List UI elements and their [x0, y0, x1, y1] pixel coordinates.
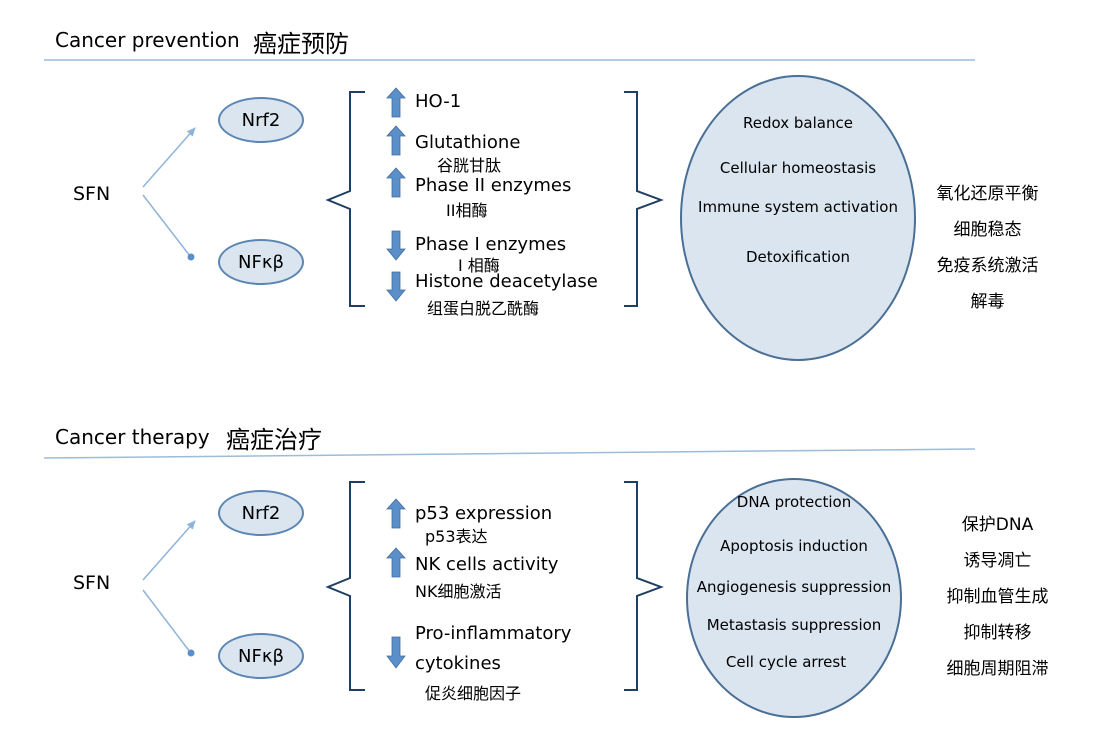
effect-label: Glutathione: [415, 132, 521, 153]
nfkb-label: NFκβ: [238, 251, 284, 273]
therapy-sfn-to-nrf2-arrow: [142, 520, 196, 581]
circle-item: Immune system activation: [698, 198, 898, 216]
down-arrow-icon: [386, 230, 406, 261]
prevention-sfn-label: SFN: [73, 183, 111, 205]
circle-item: Apoptosis induction: [720, 537, 868, 555]
outcome-zh: 抑制转移: [963, 623, 1032, 643]
effect-label: NK cells activity: [415, 554, 559, 575]
outcome-zh: 保护DNA: [961, 515, 1034, 535]
therapy-sfn-to-nfkb-line: [142, 589, 191, 653]
circle-item: Redox balance: [743, 114, 853, 132]
up-arrow-icon: [386, 125, 406, 156]
effect-label: HO-1: [415, 91, 462, 112]
prevention-title-zh: 癌症预防: [253, 30, 349, 58]
prevention-nfkb-node: NFκβ: [218, 239, 304, 285]
therapy-title-en: Cancer therapy: [55, 425, 210, 449]
circle-item: Cellular homeostasis: [719, 159, 877, 177]
outcome-zh: 诱导凋亡: [963, 551, 1032, 571]
effect-label-line2: cytokines: [415, 653, 501, 674]
outcome-zh: 抑制血管生成: [946, 587, 1049, 607]
effect-label-zh: I 相酶: [458, 256, 500, 275]
therapy-right-brace: [624, 481, 664, 691]
effect-label: p53 expression: [415, 503, 553, 524]
therapy-left-brace: [325, 481, 365, 691]
nrf2-label: Nrf2: [241, 109, 281, 131]
nrf2-label: Nrf2: [241, 502, 281, 524]
outcome-zh: 细胞周期阻滞: [946, 659, 1049, 679]
therapy-outcome-circle: [686, 478, 902, 718]
therapy-nfkb-node: NFκβ: [218, 633, 304, 679]
outcome-zh: 解毒: [970, 292, 1005, 312]
therapy-separator: [43, 448, 976, 459]
effect-label-zh: NK细胞激活: [415, 582, 502, 601]
therapy-nfkb-dot: [187, 649, 195, 657]
effect-label-zh: 促炎细胞因子: [425, 684, 522, 703]
effect-label-zh: 谷胱甘肽: [437, 156, 502, 175]
circle-item: Detoxification: [745, 248, 851, 266]
therapy-title-zh: 癌症治疗: [226, 426, 322, 454]
prevention-sfn-to-nfkb-line: [142, 194, 191, 257]
prevention-nrf2-node: Nrf2: [218, 97, 304, 143]
effect-label-zh: 组蛋白脱乙酰酶: [427, 299, 540, 318]
effect-label-zh: p53表达: [425, 527, 488, 546]
circle-item: Cell cycle arrest: [725, 653, 847, 671]
outcome-zh: 细胞稳态: [953, 220, 1022, 240]
circle-item: Angiogenesis suppression: [696, 578, 892, 596]
effect-label: Histone deacetylase: [415, 271, 598, 292]
up-arrow-icon: [386, 167, 406, 198]
down-arrow-icon: [386, 636, 406, 669]
effect-label: Phase I enzymes: [415, 234, 567, 255]
prevention-sfn-to-nrf2-arrow: [142, 127, 196, 188]
up-arrow-icon: [386, 498, 406, 529]
therapy-nrf2-node: Nrf2: [218, 490, 304, 536]
circle-item: Metastasis suppression: [706, 616, 882, 634]
outcome-zh: 氧化还原平衡: [936, 184, 1039, 204]
effect-label-zh: II相酶: [446, 201, 488, 220]
nfkb-label: NFκβ: [238, 645, 284, 667]
prevention-left-brace: [325, 91, 365, 307]
effect-label: Phase II enzymes: [415, 175, 572, 196]
effect-label: Pro-inflammatory: [415, 623, 572, 644]
prevention-right-brace: [624, 91, 664, 307]
therapy-sfn-label: SFN: [73, 572, 111, 594]
prevention-outcome-circle: [680, 75, 916, 361]
circle-item: DNA protection: [736, 493, 852, 511]
up-arrow-icon: [386, 87, 406, 118]
prevention-nfkb-dot: [187, 253, 195, 261]
outcome-zh: 免疫系统激活: [936, 256, 1039, 276]
prevention-title-en: Cancer prevention: [55, 28, 240, 52]
down-arrow-icon: [386, 271, 406, 302]
up-arrow-icon: [386, 547, 406, 578]
